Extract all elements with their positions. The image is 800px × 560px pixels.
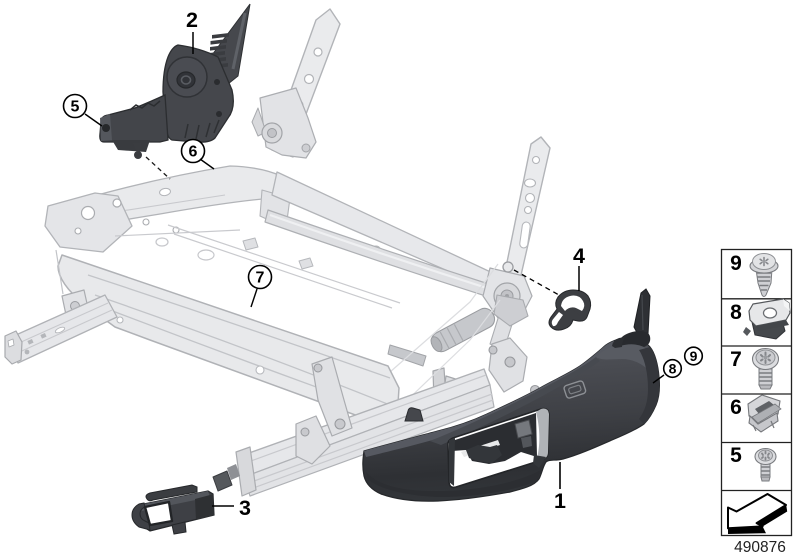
svg-text:6: 6 — [189, 144, 198, 161]
svg-text:3: 3 — [239, 496, 251, 520]
svg-text:9: 9 — [730, 252, 742, 275]
svg-text:2: 2 — [186, 8, 198, 32]
svg-text:7: 7 — [730, 348, 742, 371]
svg-text:490876: 490876 — [734, 539, 786, 556]
svg-text:4: 4 — [573, 244, 585, 268]
svg-text:6: 6 — [730, 396, 742, 419]
svg-text:5: 5 — [730, 444, 742, 467]
svg-text:9: 9 — [690, 348, 698, 364]
svg-text:8: 8 — [669, 361, 677, 377]
svg-text:7: 7 — [256, 270, 265, 287]
svg-text:8: 8 — [730, 301, 742, 324]
svg-text:1: 1 — [554, 489, 566, 513]
svg-text:5: 5 — [71, 99, 80, 116]
